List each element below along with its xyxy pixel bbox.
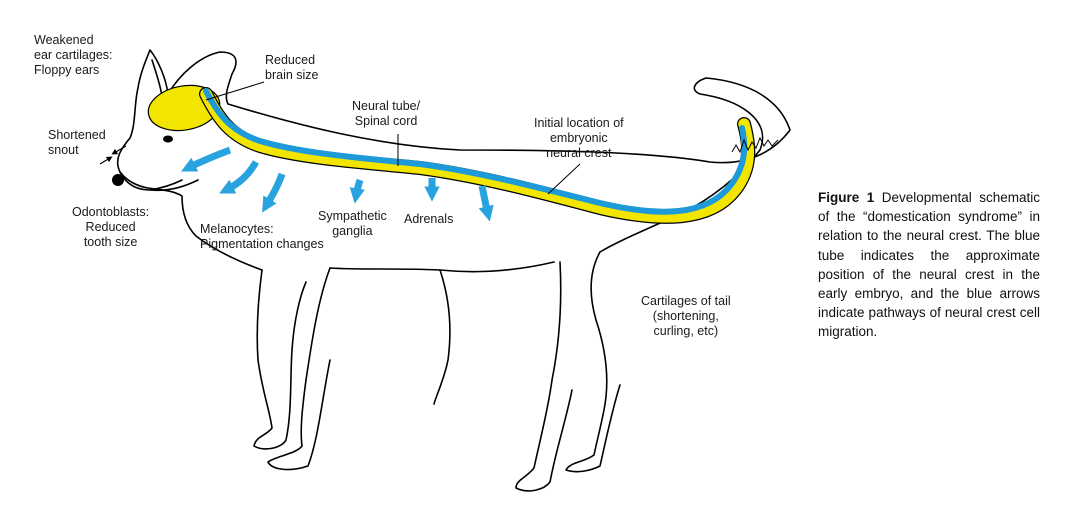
leader-lines <box>205 81 581 195</box>
migration-arrow-2 <box>219 160 260 194</box>
migration-arrow-4 <box>349 178 365 204</box>
label-adrenals: Adrenals <box>404 212 454 226</box>
figure-caption: Figure 1 Developmental schematic of the … <box>818 188 1040 342</box>
dog-eye <box>163 135 173 143</box>
snout-double-arrow <box>99 145 127 165</box>
dog-nose <box>112 174 124 186</box>
figure-caption-text: Developmental schematic of the “domestic… <box>818 190 1040 340</box>
label-neural-tube: Neural tube/Spinal cord <box>352 99 421 128</box>
figure-label: Figure 1 <box>818 190 875 205</box>
migration-arrow-3 <box>262 172 286 213</box>
migration-arrow-6 <box>478 185 494 222</box>
migration-arrow-1 <box>181 146 232 172</box>
spinal-cord-yellow-fill <box>200 88 755 223</box>
neural-crest-tube <box>203 88 748 215</box>
tail-squiggle <box>731 136 779 154</box>
label-tail: Cartilages of tail(shortening,curling, e… <box>641 294 731 338</box>
dog-outline <box>116 49 791 492</box>
domestication-syndrome-diagram <box>99 49 791 492</box>
migration-arrows <box>181 146 494 222</box>
label-melanocytes: Melanocytes:Pigmentation changes <box>200 222 324 251</box>
